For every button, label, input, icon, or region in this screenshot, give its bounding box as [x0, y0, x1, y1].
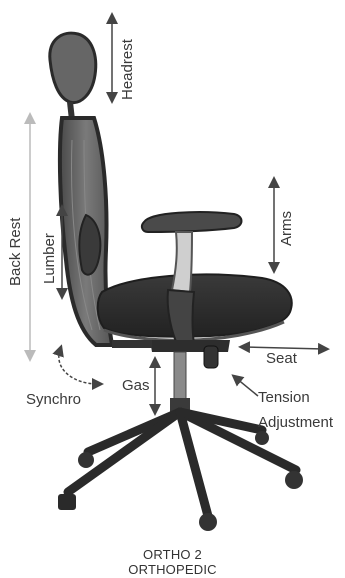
model-caption: ORTHO 2: [0, 547, 345, 562]
seat-arrow: [244, 347, 324, 349]
synchro-arrow: [59, 350, 98, 384]
tension-label: Tension: [258, 390, 310, 405]
tension-arrow: [236, 378, 258, 396]
back-rest-label: Back Rest: [8, 218, 23, 286]
arms-label: Arms: [279, 211, 294, 246]
lumber-label: Lumber: [42, 233, 57, 284]
type-caption: ORTHOPEDIC: [0, 562, 345, 577]
gas-label: Gas: [122, 378, 150, 393]
seat-label: Seat: [266, 351, 297, 366]
headrest-part: [50, 33, 96, 120]
gas-cylinder-part: [170, 352, 190, 416]
mechanism-part: [112, 340, 230, 368]
seat-part: [98, 274, 292, 340]
adjustment-label: Adjustment: [258, 415, 333, 430]
synchro-label: Synchro: [26, 392, 81, 407]
headrest-label: Headrest: [120, 39, 135, 100]
